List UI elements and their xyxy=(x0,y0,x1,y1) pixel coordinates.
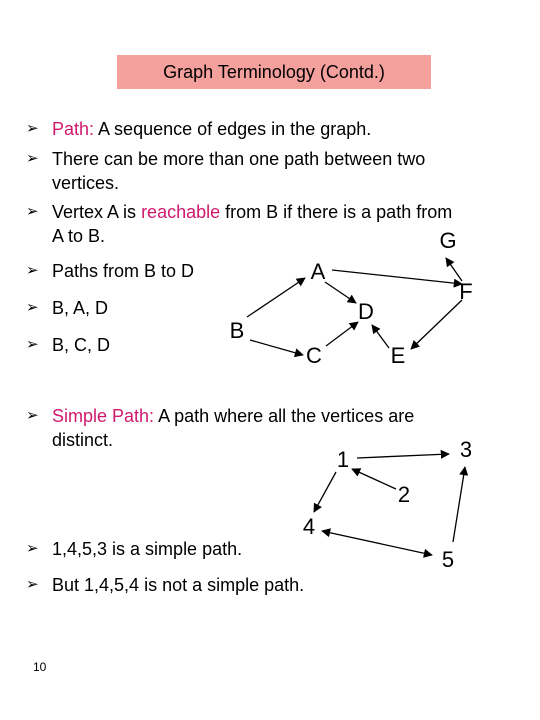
is-simple-text: 1,4,5,3 is a simple path. xyxy=(52,539,243,559)
edge-4-to-5 xyxy=(321,528,433,558)
arrow-bullet-icon: ➢ xyxy=(26,150,39,167)
term-path: Path: xyxy=(52,119,95,139)
simple-path-continuation: distinct. xyxy=(52,430,114,450)
arrow-bullet-icon: ➢ xyxy=(26,203,39,220)
arrow-bullet-icon: ➢ xyxy=(26,540,39,557)
edge-e-to-d xyxy=(371,324,390,349)
arrow-bullet-icon: ➢ xyxy=(26,576,39,593)
arrow-bullet-icon: ➢ xyxy=(26,336,39,353)
edge-1-to-4 xyxy=(313,471,337,513)
reachable-post: from B if there is a path from xyxy=(220,202,453,222)
slide-title: Graph Terminology (Contd.) xyxy=(163,61,385,82)
multiple-paths-text: There can be more than one path between … xyxy=(52,149,426,169)
edge-2-to-1 xyxy=(351,468,397,490)
graph-node-4: 4 xyxy=(302,514,316,539)
edge-b-to-c xyxy=(249,339,304,358)
graph-node-5: 5 xyxy=(441,547,455,572)
edge-a-to-b xyxy=(246,277,306,318)
reachable-continuation: A to B. xyxy=(52,226,106,246)
graph-node-g: G xyxy=(439,228,457,253)
graph-node-a: A xyxy=(310,259,326,284)
slide-title-box: Graph Terminology (Contd.) xyxy=(117,55,431,89)
page-number: 10 xyxy=(33,660,47,674)
graph-node-f: F xyxy=(459,279,473,304)
edge-a-to-f xyxy=(331,269,463,288)
edge-3-to-5 xyxy=(452,466,469,543)
arrow-bullet-icon: ➢ xyxy=(26,407,39,424)
edge-f-to-g xyxy=(445,257,463,282)
arrow-bullet-icon: ➢ xyxy=(26,299,39,316)
term-simple-path: Simple Path: xyxy=(52,406,155,426)
term-reachable: reachable xyxy=(141,202,221,222)
graph-node-3: 3 xyxy=(459,437,473,462)
edge-1-to-3 xyxy=(356,449,450,459)
graph-node-2: 2 xyxy=(397,482,411,507)
edge-c-to-d xyxy=(325,321,359,347)
not-simple-text: But 1,4,5,4 is not a simple path. xyxy=(52,575,305,595)
reachable-pre: Vertex A is xyxy=(52,202,142,222)
arrow-bullet-icon: ➢ xyxy=(26,120,39,137)
graph-node-c: C xyxy=(306,343,322,368)
paths-b-to-d-text: Paths from B to D xyxy=(52,261,195,281)
graph-node-1: 1 xyxy=(336,447,350,472)
edge-a-to-d xyxy=(324,281,357,304)
multiple-paths-continuation: vertices. xyxy=(52,173,120,193)
edge-f-to-e xyxy=(410,299,463,350)
path-bad-text: B, A, D xyxy=(52,298,109,318)
arrow-bullet-icon: ➢ xyxy=(26,262,39,279)
simple-path-definition: A path where all the vertices are xyxy=(154,406,415,426)
graph-node-b: B xyxy=(229,318,245,343)
graph-node-e: E xyxy=(390,343,406,368)
graph-node-d: D xyxy=(358,299,374,324)
path-definition: A sequence of edges in the graph. xyxy=(94,119,372,139)
path-bcd-text: B, C, D xyxy=(52,335,111,355)
